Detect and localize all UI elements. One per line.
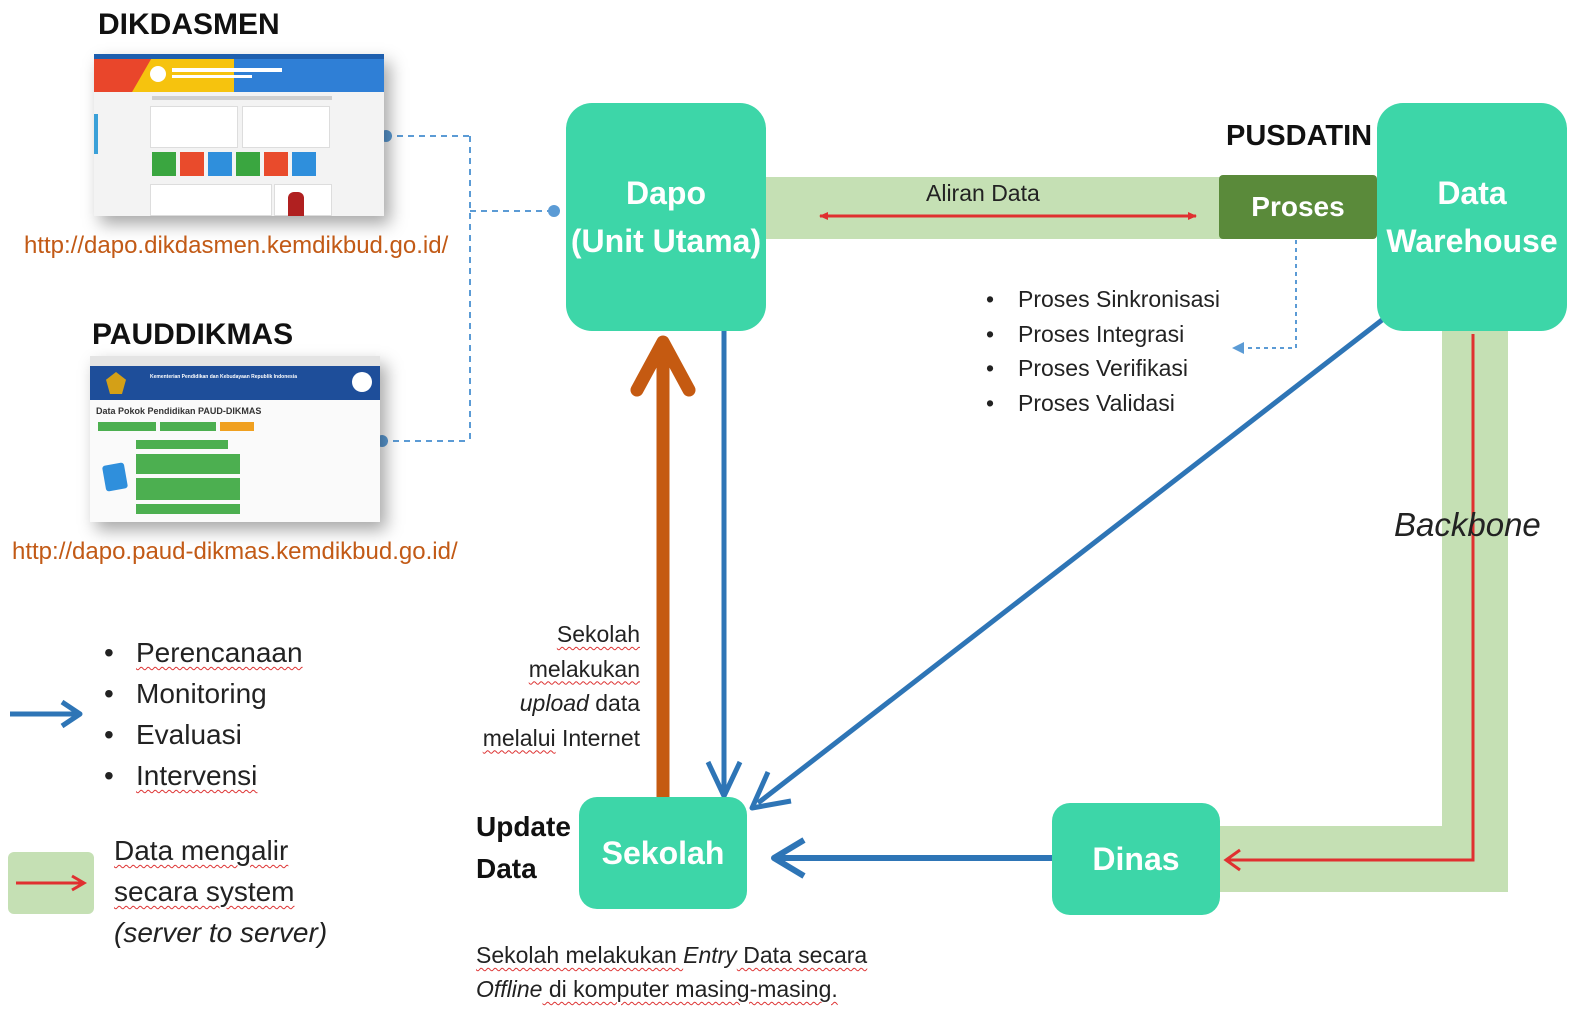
dinas-node-label: Dinas	[1092, 841, 1180, 877]
legend-blue-list: Perencanaan Monitoring Evaluasi Interven…	[104, 632, 303, 796]
entry-note-l2b: di komputer masing-masing.	[542, 976, 838, 1002]
dikdasmen-screenshot	[94, 54, 384, 216]
legend-green-swatch	[8, 852, 94, 914]
pauddikmas-url[interactable]: http://dapo.paud-dikmas.kemdikbud.go.id/	[12, 538, 458, 565]
entry-note-l1b: Data secara	[736, 942, 868, 968]
proses-node-label: Proses	[1251, 191, 1345, 222]
proses-list-item: Proses Verifikasi	[986, 351, 1220, 386]
proses-list-item: Proses Integrasi	[986, 317, 1220, 352]
legend-item: Perencanaan	[136, 637, 303, 668]
upload-note-line1: Sekolah	[556, 621, 640, 647]
dapo-node: Dapo (Unit Utama)	[566, 103, 766, 331]
entry-note-l2-italic: Offline	[476, 976, 543, 1002]
backbone-band-vertical	[1442, 330, 1508, 892]
entry-note-l1-italic: Entry	[683, 942, 737, 968]
proses-list-item: Proses Sinkronisasi	[986, 282, 1220, 317]
data-warehouse-line1: Data	[1437, 175, 1507, 211]
upload-note: Sekolah melakukan upload data melalui In…	[440, 617, 640, 755]
dikdasmen-url[interactable]: http://dapo.dikdasmen.kemdikbud.go.id/	[24, 232, 449, 259]
dapo-node-line1: Dapo	[626, 175, 706, 211]
legend-item: Evaluasi	[136, 719, 242, 750]
aliran-data-label: Aliran Data	[926, 180, 1040, 206]
legend-green-text: Data mengalir secara system (server to s…	[114, 830, 327, 953]
entry-note-l1a: Sekolah melakukan	[476, 942, 684, 968]
legend-green-line3: (server to server)	[114, 917, 328, 948]
dikdasmen-title: DIKDASMEN	[98, 8, 280, 41]
proses-list-connector	[1234, 240, 1297, 349]
update-data-line1: Update	[476, 811, 571, 842]
update-data-line2: Data	[476, 853, 537, 884]
legend-item: Intervensi	[136, 760, 258, 791]
pauddikmas-screenshot-heading: Data Pokok Pendidikan PAUD-DIKMAS	[96, 406, 262, 416]
data-warehouse-node: Data Warehouse	[1377, 103, 1567, 331]
upload-note-line4a: melalui	[482, 724, 556, 751]
legend-red-arrow	[16, 874, 87, 892]
pusdatin-label: PUSDATIN	[1226, 120, 1373, 152]
warehouse-to-sekolah-arrow	[756, 318, 1384, 805]
legend-green-line2: secara system	[114, 876, 295, 907]
upload-note-italic: upload	[519, 690, 589, 716]
upload-note-line3: data	[588, 690, 640, 716]
pauddikmas-screenshot: Kementerian Pendidikan dan Kebudayaan Re…	[90, 356, 380, 522]
dapo-connector-dot	[548, 205, 560, 217]
proses-list: Proses Sinkronisasi Proses Integrasi Pro…	[986, 282, 1220, 420]
legend-item: Monitoring	[136, 678, 267, 709]
update-data-label: Update Data	[476, 806, 571, 890]
dapo-node-line2: (Unit Utama)	[570, 223, 762, 259]
dinas-node: Dinas	[1052, 803, 1220, 915]
proses-node: Proses	[1219, 175, 1377, 239]
upload-note-line2: melakukan	[528, 655, 640, 682]
sekolah-node: Sekolah	[579, 797, 747, 909]
upload-note-line4b: Internet	[555, 724, 640, 751]
backbone-label: Backbone	[1394, 506, 1541, 543]
site-connector-lines	[382, 135, 552, 442]
backbone-arrow	[1226, 334, 1475, 862]
sekolah-node-label: Sekolah	[601, 835, 725, 871]
aliran-data-band	[766, 177, 1226, 239]
pauddikmas-screenshot-header: Kementerian Pendidikan dan Kebudayaan Re…	[150, 374, 297, 380]
data-warehouse-line2: Warehouse	[1386, 223, 1558, 259]
proses-list-item: Proses Validasi	[986, 386, 1220, 421]
legend-green-line1: Data mengalir	[114, 835, 289, 866]
entry-note: Sekolah melakukan Entry Data secara Offl…	[476, 938, 867, 1006]
pauddikmas-title: PAUDDIKMAS	[92, 318, 294, 351]
